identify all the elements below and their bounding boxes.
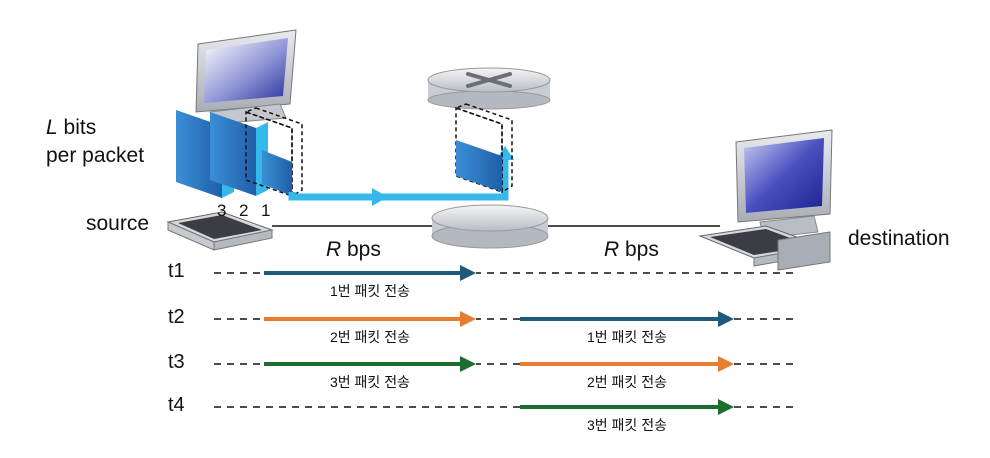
source-label: source (86, 212, 150, 235)
router-icon (431, 204, 549, 249)
router-packet-buffer (453, 103, 513, 194)
packet-number-2: 2 (239, 201, 249, 220)
transmission-label: 1번 패킷 전송 (587, 329, 667, 345)
transmission-label: 1번 패킷 전송 (330, 283, 410, 299)
transmission-label: 2번 패킷 전송 (330, 329, 410, 345)
destination-computer-icon (698, 129, 833, 271)
source-keyboard-icon (166, 211, 274, 251)
transmission-arrow-head (460, 311, 476, 327)
packet-number-1: 1 (261, 201, 271, 220)
destination-label: destination (848, 227, 950, 250)
time-label: t3 (168, 351, 185, 373)
bits-label: L bits (46, 116, 97, 139)
packet-number-3: 3 (217, 201, 227, 220)
time-label: t1 (168, 260, 185, 282)
rate-right-label: R bps (604, 238, 659, 261)
rate-left-label: R bps (326, 238, 381, 261)
per-packet-label: per packet (46, 144, 145, 167)
timeline (214, 265, 798, 415)
transmission-arrow-head (718, 399, 734, 415)
time-label: t4 (168, 394, 185, 416)
transmission-arrow-head (718, 311, 734, 327)
transmission-label: 2번 패킷 전송 (587, 374, 667, 390)
transmission-arrow-head (460, 356, 476, 372)
source-computer-icon (195, 29, 297, 125)
transmission-arrow-head (718, 356, 734, 372)
transmission-label: 3번 패킷 전송 (330, 374, 410, 390)
transmission-arrow-head (460, 265, 476, 281)
transmission-label: 3번 패킷 전송 (587, 417, 667, 433)
time-label: t2 (168, 306, 185, 328)
router-top-icon (427, 67, 551, 110)
